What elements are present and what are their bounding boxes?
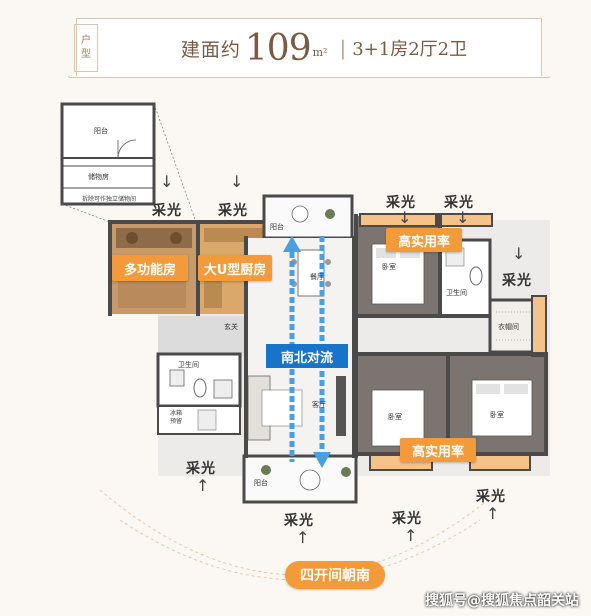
tag-char-1: 户 [81,35,91,46]
arrow-up-icon: ↑ [196,476,210,495]
room-label-bedroom-bottom-left: 卧室 [388,413,402,421]
label-four-bay-south: 四开间朝南 [285,561,385,589]
arrow-down-icon: ↓ [160,172,174,191]
label-u-kitchen: 大U型厨房 [198,255,272,281]
header-frame [68,18,550,78]
area-number: 109 [244,27,312,69]
arrow-up-icon: ↑ [296,528,310,547]
label-north-south-ventilation: 南北对流 [266,344,348,368]
header-separator: | [339,36,347,60]
room-label-cloakroom: 衣帽间 [498,323,519,331]
room-label-bedroom-bottom-right: 卧室 [490,411,504,419]
arrow-down-icon: ↓ [512,244,526,263]
arrow-down-icon: ↓ [230,172,244,191]
arrow-down-icon: ↓ [456,208,470,227]
unit-type-tag: 户 型 [74,24,98,72]
lighting-label-1: 采光 [152,203,182,219]
lighting-label-9: 采光 [476,489,506,505]
lighting-label-7: 采光 [284,513,314,529]
room-label-balcony-inset: 阳台 [94,127,108,135]
arrow-up-icon: ↑ [486,504,500,523]
layout-description: 3+1房2厅2卫 [352,39,468,60]
label-high-use-bottom: 高实用率 [400,438,476,462]
label-high-use-top: 高实用率 [386,228,462,252]
header-title: 建面约 109 m² | 3+1房2厅2卫 [104,20,544,76]
room-label-dining: 餐厅 [310,273,324,281]
area-prefix: 建面约 [180,38,241,61]
arrow-up-icon: ↑ [404,526,418,545]
room-label-storage: 储物房 [88,173,109,181]
room-label-living: 客厅 [312,401,326,409]
tag-char-2: 型 [81,49,91,60]
fridge-note: 冰箱 预留 [170,410,183,425]
room-label-bedroom-top: 卧室 [382,263,396,271]
lighting-label-6: 采光 [186,461,216,477]
room-label-balcony-top: 阳台 [270,223,284,231]
area-unit: m² [312,45,328,59]
watermark-text: 搜狐号@搜狐焦点韶关站 [425,593,579,609]
label-multi-function-room: 多功能房 [112,255,188,281]
lighting-label-8: 采光 [392,511,422,527]
room-label-entrance: 玄关 [224,323,238,331]
lighting-label-3: 采光 [386,195,416,211]
room-label-balcony-bottom: 阳台 [254,479,268,487]
room-label-bathroom-left: 卫生间 [178,361,199,369]
room-label-bathroom-right: 卫生间 [446,289,467,297]
lighting-label-4: 采光 [444,195,474,211]
lighting-label-5: 采光 [502,273,532,289]
storage-note: 拆除可作独立储物间 [82,196,137,203]
arrow-down-icon: ↓ [398,208,412,227]
lighting-label-2: 采光 [218,203,248,219]
